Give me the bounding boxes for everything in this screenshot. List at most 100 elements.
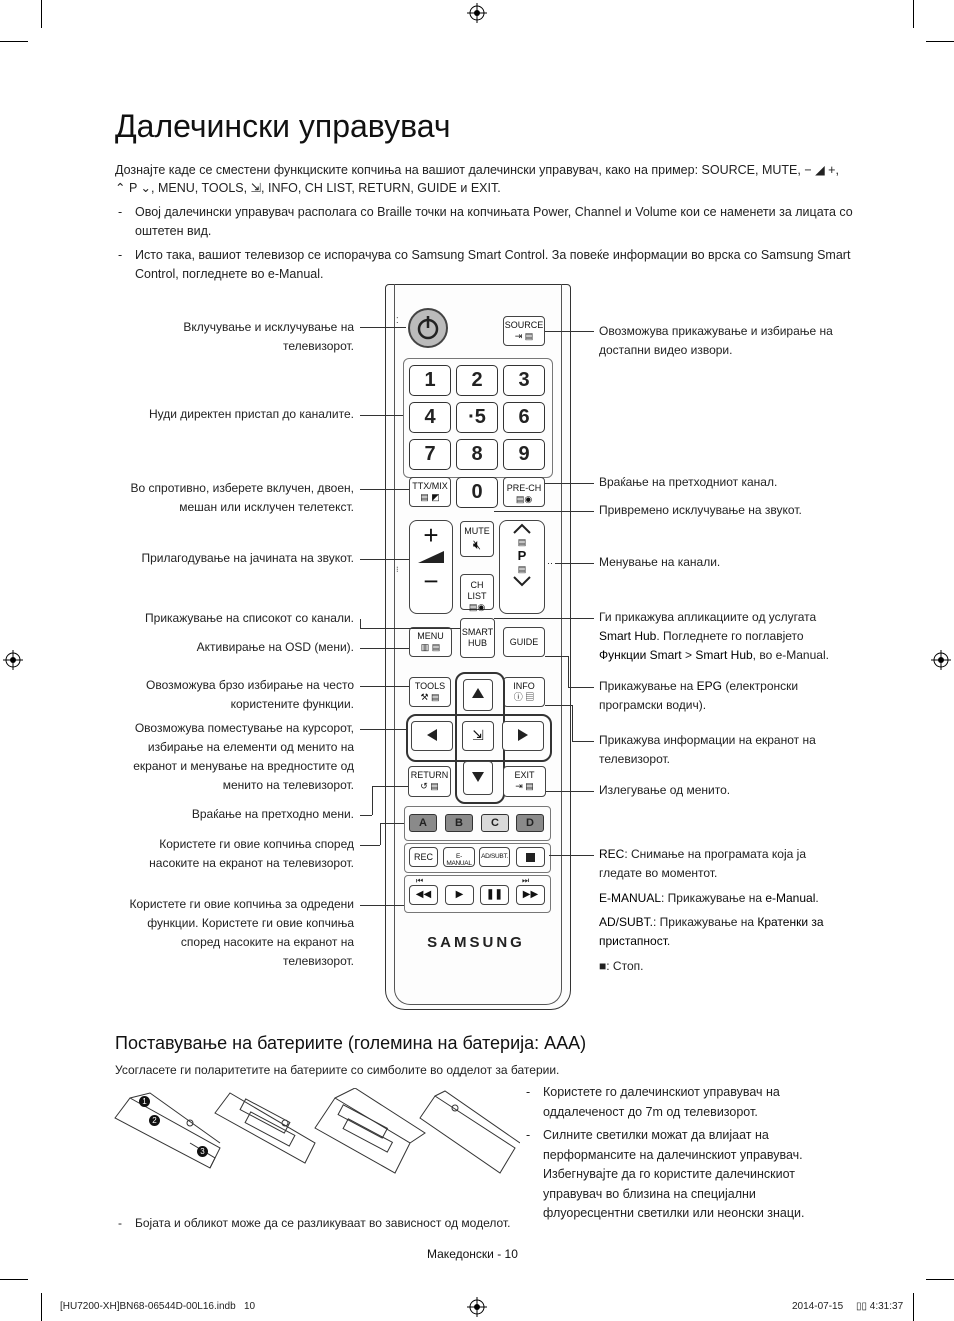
note-text: Избегнувајте да го користите далечинскио…	[543, 1167, 795, 1181]
source-button[interactable]: SOURCE ⇥ ▤	[503, 316, 545, 346]
label-line: функции. Користете ги овие копчиња	[147, 916, 354, 930]
color-button-c[interactable]: C	[481, 814, 509, 832]
label-line: мешан или исклучен телетекст.	[179, 500, 354, 514]
label-line: Прикажување на списокот со канали.	[145, 611, 354, 625]
e-manual-button[interactable]: E-MANUAL	[443, 847, 475, 867]
intro-line-2: ⌃ P ⌄, MENU, TOOLS, ⇲, INFO, CH LIST, RE…	[115, 181, 501, 195]
leader-line	[360, 686, 409, 687]
label-line: според насоките на екранот на	[180, 935, 354, 949]
leader-line	[572, 705, 573, 741]
label-line: насоките на екранот на телевизорот.	[149, 856, 354, 870]
play-button[interactable]: ▶	[445, 885, 474, 905]
number-key-button[interactable]: 1	[409, 365, 451, 396]
channel-up-symbol: ▤	[517, 537, 527, 547]
channel-down-symbol: ▤	[517, 564, 527, 574]
stop-button[interactable]	[516, 847, 545, 867]
guide-label: GUIDE	[509, 637, 539, 647]
label-menu: Активирање на OSD (мени).	[100, 638, 354, 657]
ch-list-button[interactable]: CH LIST ▤◉	[460, 574, 494, 612]
power-button[interactable]	[408, 308, 448, 348]
bullet-text: Control, погледнете во e-Manual.	[135, 267, 324, 281]
label-line: програмски водич).	[599, 698, 707, 712]
crop-mark	[41, 1293, 42, 1321]
label-line: телевизорот.	[282, 954, 354, 968]
volume-level-icon	[418, 551, 444, 563]
label-line: користените функции.	[230, 697, 354, 711]
channel-up-icon	[513, 523, 531, 534]
registration-mark-icon	[467, 3, 487, 23]
label-tools: Овозможува брзо избирање на често корист…	[100, 676, 354, 714]
color-button-a[interactable]: A	[409, 814, 437, 832]
label-line: екранот и менување на вредностите од	[133, 759, 354, 773]
crop-mark	[926, 1279, 954, 1280]
label-info: Прикажува информации на екранот на телев…	[599, 731, 849, 769]
leader-line	[360, 905, 404, 906]
label-chlist: Прикажување на списокот со канали.	[100, 609, 354, 628]
nav-enter-button[interactable]: ⇲	[462, 721, 494, 751]
fast-forward-button[interactable]: ▶▶	[516, 885, 545, 905]
info-button[interactable]: INFO ⓘ ▤	[503, 677, 545, 707]
volume-rocker[interactable]: + −	[409, 520, 453, 614]
label-line: Прилагодување на јачината на звукот.	[141, 551, 355, 565]
label-line: Овозможува прикажување и избирање на	[599, 324, 833, 338]
leader-line	[494, 618, 594, 619]
samsung-logo: SAMSUNG	[427, 934, 525, 951]
smart-hub-button[interactable]: SMART HUB	[460, 618, 495, 658]
prech-icon: ▤◉	[515, 494, 533, 504]
label-line: Овозможува брзо избирање на често	[146, 678, 354, 692]
number-key-button[interactable]: 6	[503, 402, 545, 433]
leader-line	[360, 628, 460, 629]
label-line: Нуди директен пристап до каналите.	[148, 407, 354, 421]
number-key-button[interactable]: 9	[503, 439, 545, 470]
label-color-buttons: Користете ги овие копчиња според насокит…	[100, 835, 354, 873]
pre-ch-button[interactable]: PRE-CH ▤◉	[503, 477, 545, 507]
label-line: Излегување од менито.	[599, 783, 731, 797]
ttx-mix-button[interactable]: TTX/MIX ▤ ◩	[409, 477, 451, 507]
mute-button[interactable]: MUTE 🔇︎	[460, 521, 494, 557]
number-key-button[interactable]: 7	[409, 439, 451, 470]
nav-up-button[interactable]	[463, 679, 493, 711]
label-rec: REC: Снимање на програмата која ја гледа…	[599, 845, 849, 883]
pause-button[interactable]: ❚❚	[480, 885, 509, 905]
battery-heading: Поставување на батериите (големина на ба…	[115, 1033, 587, 1053]
label-text: : Прикажување на	[661, 891, 766, 905]
crop-mark	[0, 1279, 28, 1280]
number-key-button[interactable]: 8	[456, 439, 498, 470]
battery-note-distance: - Користете го далечинскиот управувач на…	[526, 1083, 833, 1122]
label-smart-hub: Ги прикажува апликациите од услугата Sma…	[599, 608, 849, 665]
label-channel: Менување на канали.	[599, 553, 849, 572]
rewind-button[interactable]: ◀◀	[409, 885, 438, 905]
return-button[interactable]: RETURN ↺ ▤	[408, 766, 451, 797]
color-button-b[interactable]: B	[445, 814, 473, 832]
number-key-button[interactable]: 0	[456, 477, 498, 508]
step-badge-3: 3	[197, 1146, 208, 1157]
number-key-button[interactable]: ·5	[456, 402, 498, 433]
arrow-down-icon	[472, 772, 484, 782]
nav-right-button[interactable]	[502, 721, 544, 751]
label-line: AD/SUBT.: Прикажување на Кратенки за	[599, 913, 849, 932]
exit-label: EXIT	[514, 770, 535, 780]
return-label: RETURN	[410, 770, 449, 780]
color-button-d[interactable]: D	[516, 814, 544, 832]
exit-button[interactable]: EXIT ⇥ ▤	[503, 766, 546, 797]
arrow-left-icon	[427, 729, 437, 741]
step-badge-1: 1	[139, 1096, 150, 1107]
nav-down-button[interactable]	[463, 761, 493, 795]
tools-button[interactable]: TOOLS ⚒ ▤	[409, 677, 451, 707]
pause-icon: ❚❚	[486, 889, 503, 900]
rec-button[interactable]: REC	[409, 847, 438, 867]
nav-left-button[interactable]	[411, 721, 453, 751]
number-key-button[interactable]: 2	[456, 365, 498, 396]
menu-button[interactable]: MENU ▥ ▤	[409, 627, 452, 657]
channel-rocker[interactable]: ▤ P ▤	[499, 520, 545, 614]
number-key-button[interactable]: 4	[409, 402, 451, 433]
ad-subt-button[interactable]: AD/SUBT.	[479, 847, 510, 867]
mute-label: MUTE	[464, 526, 490, 536]
teletext-icon: ▤ ◩	[420, 492, 440, 502]
label-bold: E-MANUAL	[599, 891, 662, 905]
power-icon	[417, 316, 439, 340]
braille-dots: ‥	[547, 556, 554, 566]
number-key-button[interactable]: 3	[503, 365, 545, 396]
crop-mark	[0, 41, 28, 42]
guide-button[interactable]: GUIDE	[503, 627, 545, 657]
